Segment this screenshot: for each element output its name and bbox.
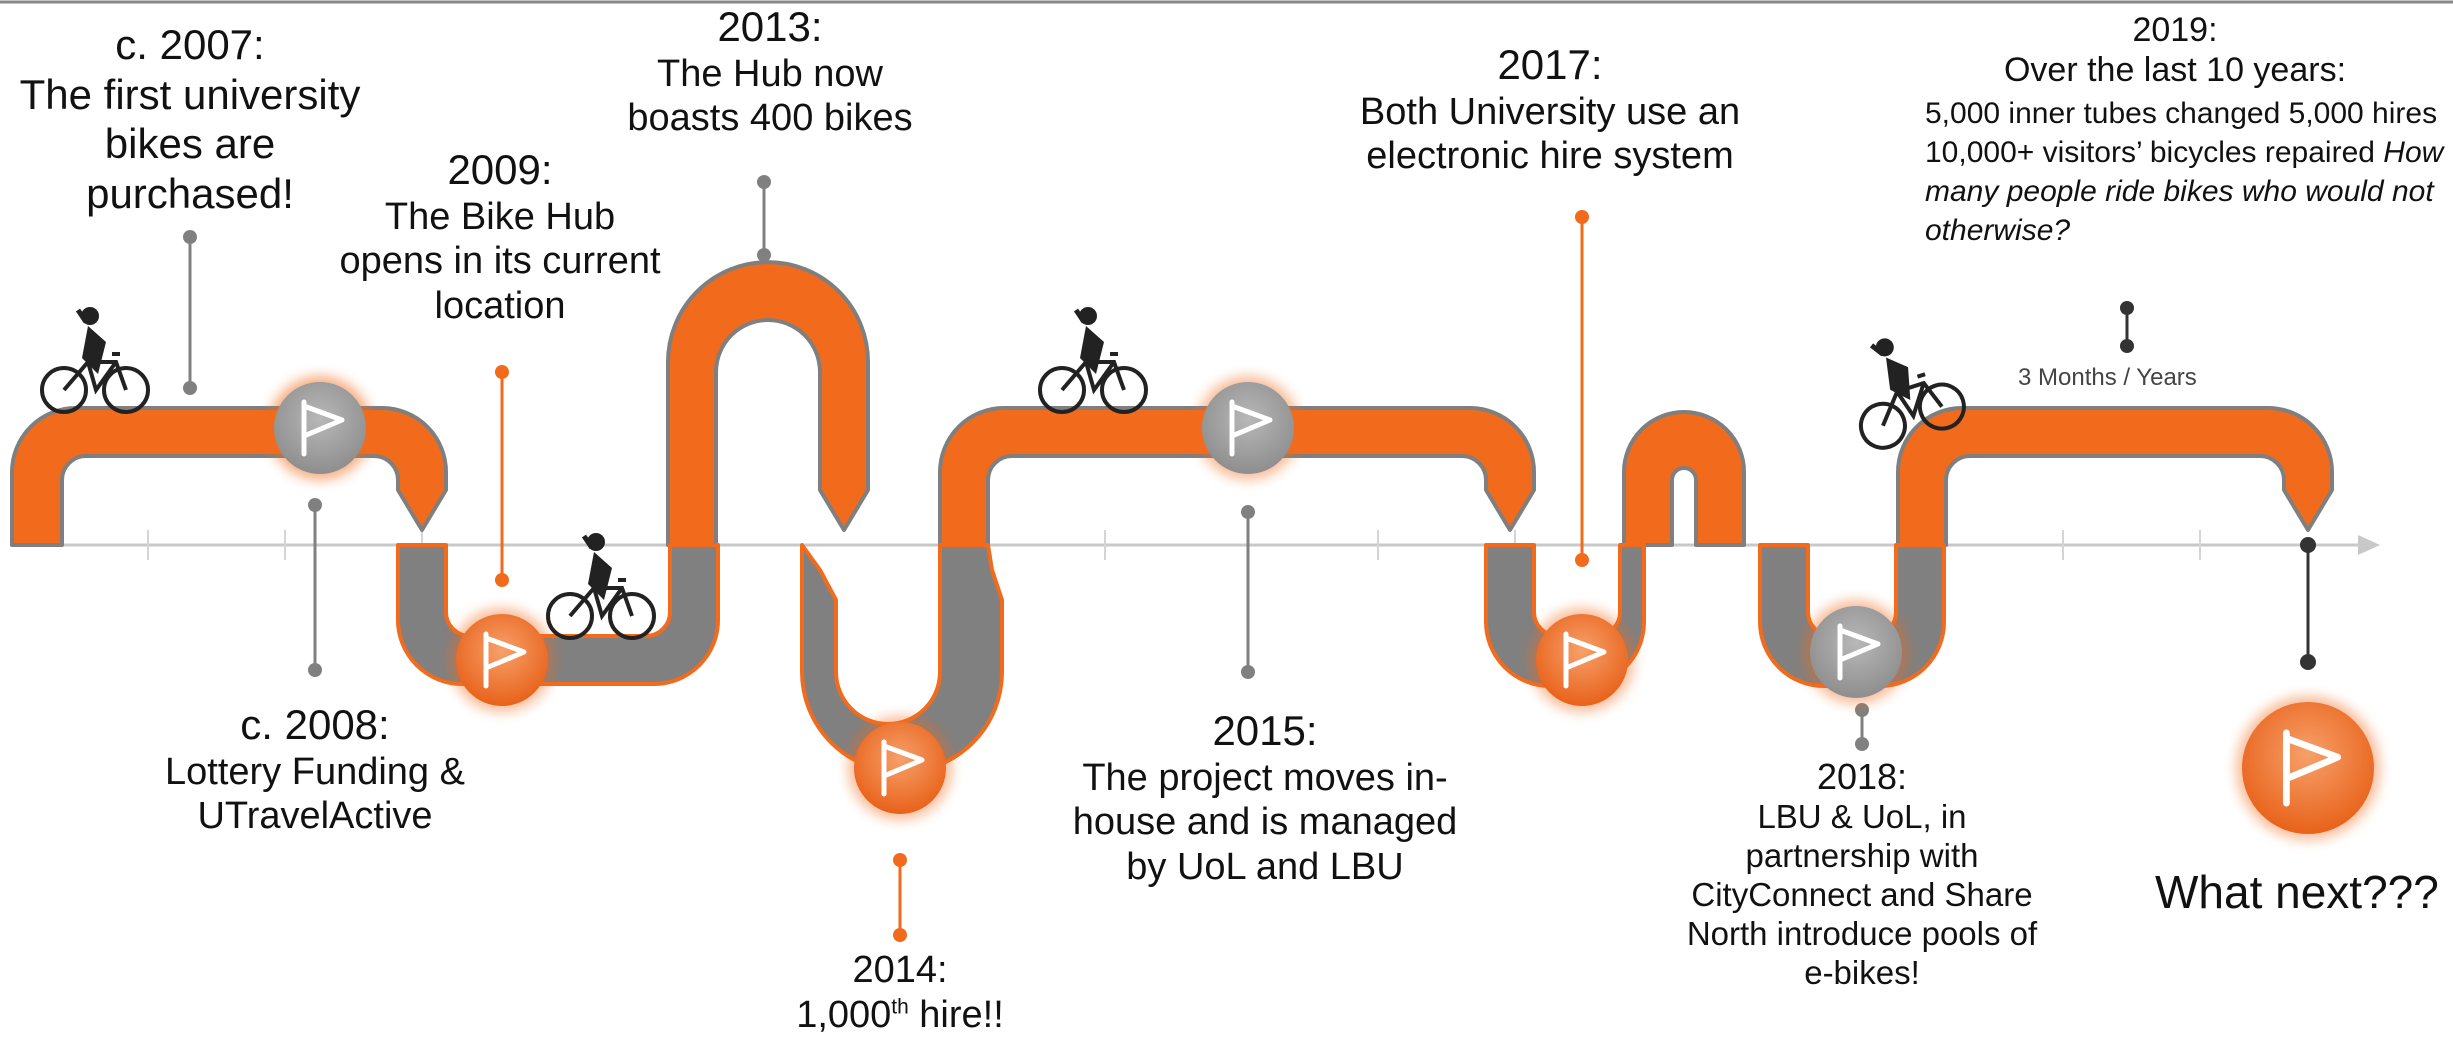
- milestone-year: 2015:: [1212, 707, 1318, 754]
- axis-caption: 3 Months / Years: [2018, 364, 2197, 391]
- cyclist-icon: [548, 533, 654, 638]
- milestone-flag-2018: [1804, 600, 1908, 704]
- cyclist-icon: [42, 307, 148, 412]
- milestone-year: 2017:: [1497, 41, 1603, 88]
- stat-question: How many people ride bikes who: [1925, 136, 2444, 209]
- milestone-year: 2009:: [447, 146, 553, 193]
- closing-question: What next???: [2155, 866, 2439, 918]
- milestone-year: c. 2007:: [115, 21, 265, 68]
- stats-list: 5,000 inner tubes changed 5,000 hires 10…: [1925, 94, 2445, 250]
- time-axis: [10, 530, 2380, 560]
- milestone-year: 2014:: [852, 949, 948, 991]
- cyclist-icon: [1040, 307, 1146, 412]
- milestone-2015-label: 2015: The project moves in-house and is …: [1040, 706, 1490, 890]
- milestone-2019-label: 2019: Over the last 10 years: 5,000 inne…: [1905, 10, 2445, 250]
- stat-item: 5,000 hires: [2288, 97, 2438, 131]
- connectors: [183, 175, 2316, 942]
- milestone-2008-label: c. 2008: Lottery Funding &UTravelActive: [130, 700, 500, 839]
- milestone-year: 2013:: [717, 3, 823, 50]
- stat-question: would not otherwise?: [1925, 175, 2434, 248]
- milestone-flag-2009: [450, 608, 554, 712]
- milestone-flag-2014: [848, 716, 952, 820]
- milestone-flag-2015: [1196, 376, 1300, 480]
- stat-item: 10,000+ visitors’ bicycles repaired: [1925, 136, 2375, 170]
- milestone-flag-2017: [1530, 608, 1634, 712]
- milestone-year: 2019:: [2132, 11, 2218, 49]
- milestone-year: c. 2008:: [240, 701, 390, 748]
- stat-item: 5,000 inner tubes changed: [1925, 97, 2281, 131]
- milestone-year: 2018:: [1816, 756, 1908, 797]
- milestone-2014-label: 2014: 1,000th hire!!: [760, 948, 1040, 1038]
- ribbon-upper: [10, 260, 2334, 547]
- milestone-flag-future: [2236, 696, 2380, 840]
- milestone-flag-2007: [268, 376, 372, 480]
